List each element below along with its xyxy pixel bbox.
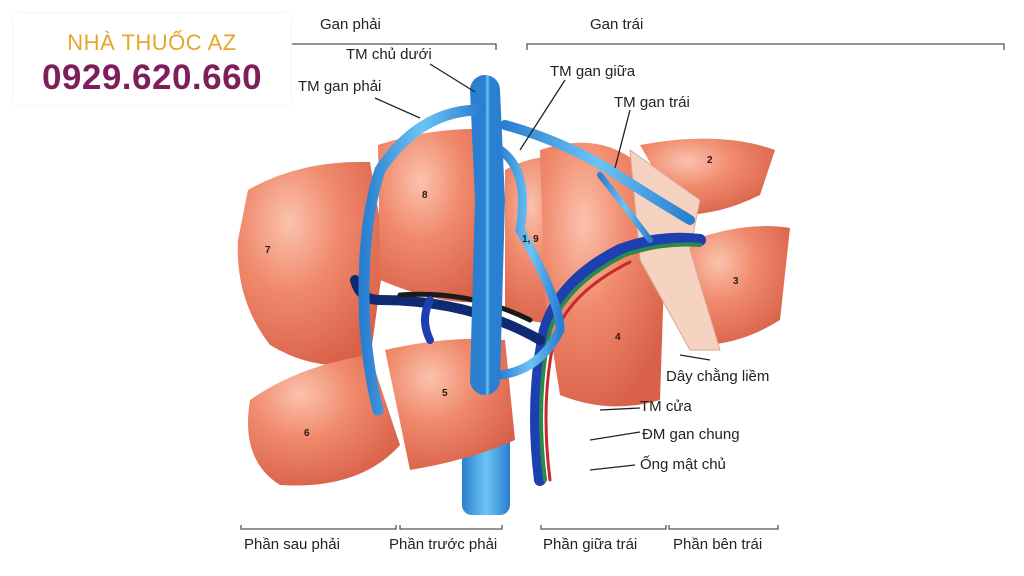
pharmacy-brand-box: NHÀ THUỐC AZ 0929.620.660 [14,14,290,104]
segment-label-4: 4 [615,332,621,343]
label-common-hepatic-artery: ĐM gan chung [642,426,740,443]
label-left-liver: Gan trái [590,16,644,33]
pharmacy-name: NHÀ THUỐC AZ [67,30,237,55]
label-portal-vein: TM cửa [640,398,692,415]
label-right-posterior: Phần sau phải [244,536,340,553]
liver-segments [237,129,790,486]
leader-lines [374,63,711,471]
segment-label-5: 5 [442,388,448,399]
segment-label-1-9: 1, 9 [522,234,539,245]
label-middle-hepatic-vein: TM gan giữa [550,63,636,80]
label-left-medial: Phần giữa trái [543,536,638,553]
label-left-hepatic-vein: TM gan trái [614,94,690,111]
segment-label-2: 2 [707,155,713,166]
segment-label-3: 3 [733,276,739,287]
segment-label-6: 6 [304,428,310,439]
label-falciform-ligament: Dây chằng liềm [666,368,770,385]
segment-8 [378,129,500,303]
segment-6 [248,355,400,486]
label-right-hepatic-vein: TM gan phải [298,78,382,95]
label-right-liver: Gan phải [320,16,381,33]
region-brackets [240,43,1005,530]
label-ivc: TM chủ dưới [346,46,432,63]
segment-4 [540,142,665,407]
hepatic-veins [358,75,695,416]
segment-label-8: 8 [422,190,428,201]
segment-7 [237,161,385,365]
label-common-bile-duct: Ống mật chủ [640,456,726,473]
segment-label-7: 7 [265,245,271,256]
pharmacy-phone: 0929.620.660 [41,58,263,97]
label-left-lateral: Phần bên trái [673,536,763,553]
label-right-anterior: Phần trước phải [389,536,498,553]
